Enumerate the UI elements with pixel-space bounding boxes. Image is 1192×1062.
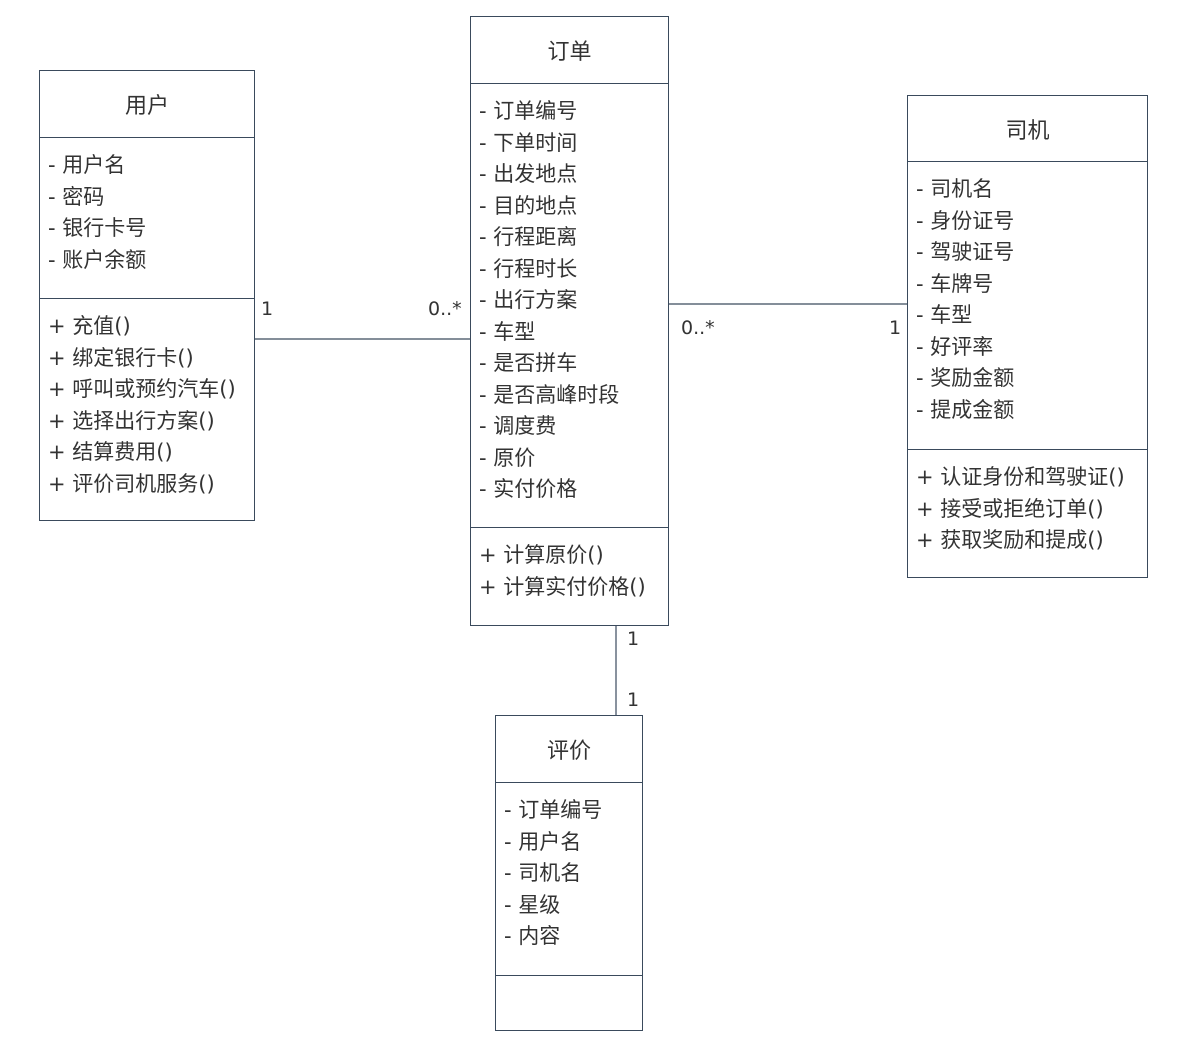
class-attribute: - 订单编号 [479, 99, 578, 123]
class-attribute: - 下单时间 [479, 130, 578, 155]
class-method: + 结算费用() [48, 440, 173, 464]
class-attribute: - 原价 [479, 445, 536, 470]
class-method: + 充值() [48, 314, 131, 338]
class-attribute: - 司机名 [504, 861, 582, 885]
multiplicity-order-driver-driver-end: 1 [889, 317, 902, 339]
class-order-title: 订单 [471, 17, 668, 84]
class-attribute: - 车型 [479, 319, 536, 344]
class-user-title: 用户 [40, 71, 254, 138]
class-method: + 接受或拒绝订单() [916, 496, 1104, 521]
class-method: + 评价司机服务() [48, 471, 215, 496]
multiplicity-user-order-user-end: 1 [261, 298, 274, 320]
class-attribute: - 用户名 [504, 829, 582, 854]
class-attribute: - 车牌号 [916, 271, 994, 296]
class-attribute: - 司机名 [916, 177, 994, 201]
class-attribute: - 调度费 [479, 414, 557, 438]
multiplicity-order-review-review-end: 1 [627, 689, 640, 711]
class-attribute: - 好评率 [916, 334, 994, 359]
class-user-attributes: - 用户名 - 密码 - 银行卡号 - 账户余额 [40, 138, 254, 299]
class-method: + 计算实付价格() [479, 574, 646, 599]
class-attribute: - 提成金额 [916, 397, 1015, 422]
class-attribute: - 身份证号 [916, 208, 1015, 233]
class-review-title: 评价 [496, 716, 642, 783]
class-attribute: - 出发地点 [479, 162, 578, 186]
class-driver[interactable]: 司机 - 司机名 - 身份证号 - 驾驶证号 - 车牌号 - 车型 - 好评率 - 奖励金额… [907, 95, 1148, 578]
class-attribute: - 行程距离 [479, 225, 578, 249]
class-method: + 呼叫或预约汽车() [48, 377, 236, 401]
class-attribute: - 是否拼车 [479, 351, 578, 375]
class-attribute: - 是否高峰时段 [479, 382, 620, 407]
class-order[interactable]: 订单 - 订单编号- 下单时间- 出发地点- 目的地点- 行程距离- 行程时长-… [470, 16, 669, 626]
class-driver-title: 司机 [908, 96, 1147, 162]
class-method: + 计算原价() [479, 543, 604, 567]
class-attribute: - 账户余额 [48, 247, 147, 272]
class-attribute: - 密码 [48, 184, 105, 209]
class-attribute: - 用户名 [48, 153, 126, 177]
class-review-methods [496, 976, 642, 988]
class-attribute: - 订单编号 [504, 798, 603, 822]
class-review-attributes: - 订单编号 - 用户名 - 司机名 - 星级 - 内容 [496, 783, 642, 976]
class-review[interactable]: 评价 - 订单编号 - 用户名 - 司机名 - 星级 - 内容 [495, 715, 643, 1031]
class-attribute: - 内容 [504, 924, 561, 948]
class-attribute: - 行程时长 [479, 256, 578, 281]
class-attribute: - 奖励金额 [916, 366, 1015, 390]
multiplicity-order-review-order-end: 1 [627, 628, 640, 650]
class-attribute: - 驾驶证号 [916, 240, 1015, 264]
multiplicity-order-driver-order-end: 0..* [681, 317, 715, 339]
class-method: + 获取奖励和提成() [916, 528, 1104, 552]
class-attribute: - 实付价格 [479, 477, 578, 501]
class-driver-attributes: - 司机名 - 身份证号 - 驾驶证号 - 车牌号 - 车型 - 好评率 - 奖励金额 - 提… [908, 162, 1147, 450]
class-method: + 认证身份和驾驶证() [916, 465, 1125, 489]
class-attribute: - 车型 [916, 303, 973, 327]
class-user[interactable]: 用户 - 用户名 - 密码 - 银行卡号 - 账户余额 + 充值() + 绑定银行卡()… [39, 70, 255, 521]
class-user-methods: + 充值() + 绑定银行卡() + 呼叫或预约汽车() + 选择出行方案() + 结算… [40, 299, 254, 500]
multiplicity-user-order-order-end: 0..* [428, 298, 462, 320]
class-method: + 选择出行方案() [48, 408, 215, 433]
class-attribute: - 银行卡号 [48, 216, 147, 240]
class-attribute: - 出行方案 [479, 288, 578, 312]
class-attribute: - 星级 [504, 892, 561, 917]
class-driver-methods: + 认证身份和驾驶证() + 接受或拒绝订单() + 获取奖励和提成() [908, 450, 1147, 557]
class-order-attributes: - 订单编号 - 下单时间 - 出发地点 - 目的地点 - 行程距离 - 行程时长 - 出行… [471, 84, 668, 528]
class-method: + 绑定银行卡() [48, 345, 194, 370]
class-order-methods: + 计算原价() + 计算实付价格() [471, 528, 668, 603]
class-attribute: - 目的地点 [479, 193, 578, 218]
